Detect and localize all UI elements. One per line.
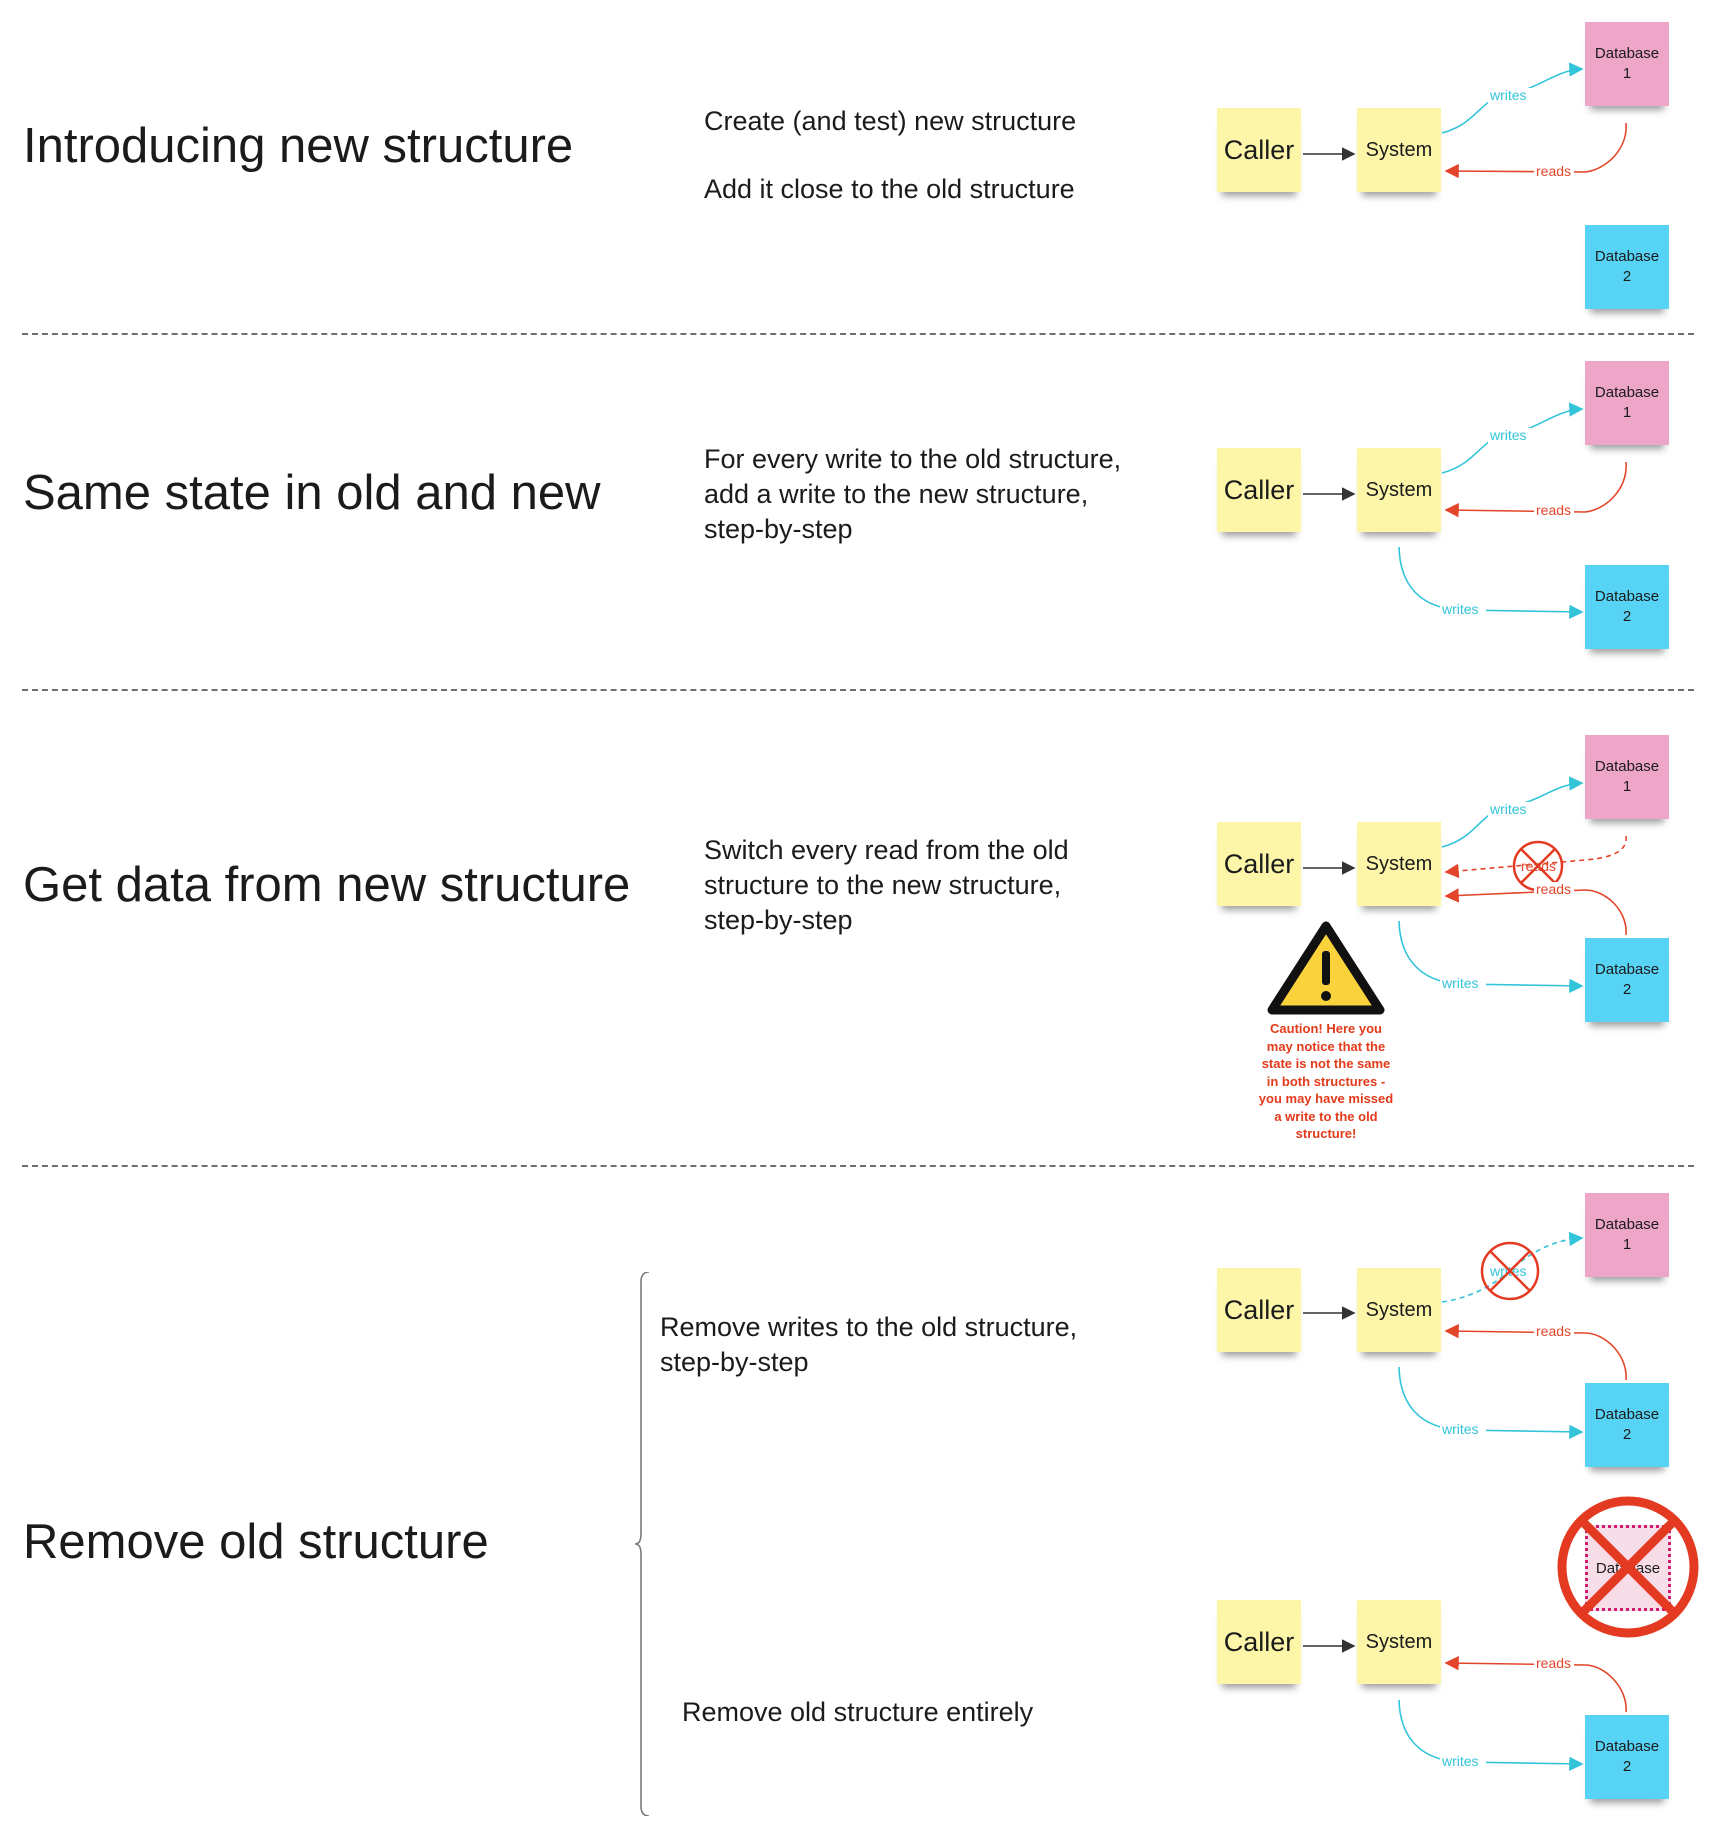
section-2-line-2: add a write to the new structure, <box>704 479 1089 509</box>
section-1-line-2: Add it close to the old structure <box>704 174 1075 204</box>
writes-label: writes <box>1441 1753 1479 1769</box>
reads-label: reads <box>1536 1323 1571 1339</box>
writes-connector <box>1398 546 1584 619</box>
reads-connector <box>1444 1323 1627 1381</box>
diagram-1-connectors: writes reads <box>1303 62 1627 180</box>
writes-label: writes <box>1489 801 1527 817</box>
caller-note: Caller <box>1217 108 1301 192</box>
section-divider <box>22 1165 1694 1167</box>
writes-connector <box>1398 1699 1584 1771</box>
prohibited-icon <box>1557 1496 1699 1638</box>
reads-connector <box>1444 461 1627 518</box>
section-1-line-1: Create (and test) new structure <box>704 106 1077 136</box>
system-note: System <box>1357 1268 1441 1352</box>
caller-note: Caller <box>1217 1268 1301 1352</box>
section-2-line-1: For every write to the old structure, <box>704 444 1122 474</box>
section-divider <box>22 333 1694 335</box>
prohibited-icon <box>1480 1241 1540 1301</box>
section-1-heading: Introducing new structure <box>23 119 574 173</box>
writes-connector-removed <box>1441 1231 1584 1303</box>
section-3-line-2: structure to the new structure, <box>704 870 1062 900</box>
caller-note: Caller <box>1217 448 1301 532</box>
system-note: System <box>1357 1600 1441 1684</box>
reads-label: reads <box>1536 881 1571 897</box>
system-note: System <box>1357 108 1441 192</box>
section-3-heading: Get data from new structure <box>23 858 631 912</box>
section-divider <box>22 689 1694 691</box>
reads-label: reads <box>1536 502 1571 518</box>
reads-connector <box>1444 122 1627 179</box>
section-3-description: Switch every read from the old structure… <box>704 833 1069 938</box>
writes-connector <box>1398 1366 1584 1439</box>
section-4-step-2-line-1: Remove old structure entirely <box>682 1697 1034 1727</box>
curly-brace <box>634 1272 650 1816</box>
reads-connector-removed <box>1444 835 1627 879</box>
diagram-4a-connectors: writes reads writes <box>1303 1231 1627 1439</box>
writes-label: writes <box>1441 601 1479 617</box>
warning-icon <box>1267 921 1385 1015</box>
writes-label: writes <box>1489 427 1527 443</box>
system-note: System <box>1357 448 1441 532</box>
section-3-line-3: step-by-step <box>704 905 853 935</box>
section-2-heading: Same state in old and new <box>23 466 601 520</box>
writes-label: writes <box>1441 1421 1479 1437</box>
section-3-line-1: Switch every read from the old <box>704 835 1069 865</box>
system-note: System <box>1357 822 1441 906</box>
caller-note: Caller <box>1217 1600 1301 1684</box>
caller-note: Caller <box>1217 822 1301 906</box>
reads-label: reads <box>1536 163 1571 179</box>
section-2-line-3: step-by-step <box>704 514 853 544</box>
section-4-step-1-line-2: step-by-step <box>660 1347 809 1377</box>
section-4-step-1-line-1: Remove writes to the old structure, <box>660 1312 1078 1342</box>
section-4-heading: Remove old structure <box>23 1515 489 1569</box>
reads-connector <box>1444 888 1627 936</box>
writes-connector <box>1398 920 1584 993</box>
reads-connector <box>1444 1655 1627 1713</box>
reads-label: reads <box>1536 1655 1571 1671</box>
diagram-3-connectors: writes reads reads writes <box>1267 776 1627 1015</box>
section-2-description: For every write to the old structure, ad… <box>704 442 1121 547</box>
section-4-step-1-description: Remove writes to the old structure, step… <box>660 1310 1077 1380</box>
writes-label: writes <box>1489 87 1527 103</box>
writes-label: writes <box>1441 975 1479 991</box>
writes-label: writes <box>1489 1263 1527 1279</box>
diagram-2-connectors: writes reads writes <box>1303 402 1627 619</box>
caution-note: Caution! Here you may notice that the st… <box>1258 1021 1394 1141</box>
diagram-4b-connectors: reads writes <box>1303 1496 1699 1771</box>
